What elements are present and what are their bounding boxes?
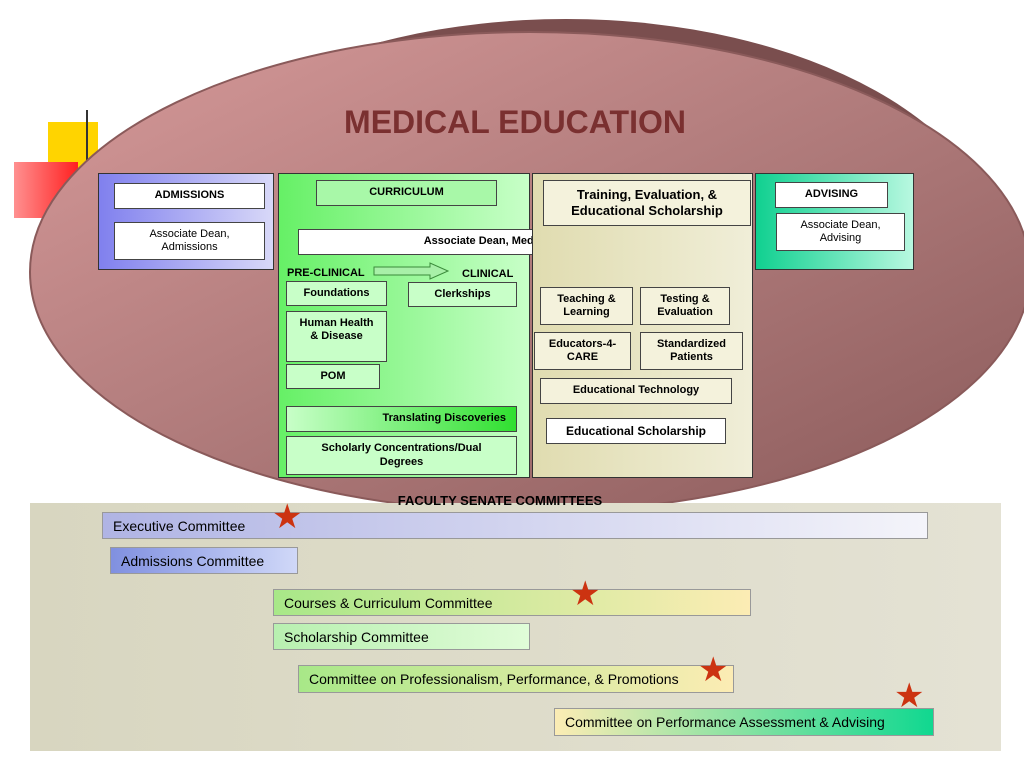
arrow-right-icon <box>373 262 450 280</box>
translating-discoveries-label: Translating Discoveries <box>382 412 507 425</box>
advising-dean: Associate Dean, Advising <box>776 213 905 251</box>
professionalism-committee: Committee on Professionalism, Performanc… <box>298 665 734 693</box>
professionalism-committee-label: Committee on Professionalism, Performanc… <box>309 671 679 687</box>
performance-assessment-committee: Committee on Performance Assessment & Ad… <box>554 708 934 736</box>
human-health-disease-box: Human Health & Disease <box>286 311 387 362</box>
admissions-committee-label: Admissions Committee <box>121 552 265 569</box>
star-icon: ★ <box>698 651 729 689</box>
courses-curriculum-committee: Courses & Curriculum Committee <box>273 589 751 616</box>
star-icon: ★ <box>570 575 601 613</box>
page-title: MEDICAL EDUCATION <box>344 104 686 140</box>
star-icon: ★ <box>272 498 303 536</box>
admissions-dean: Associate Dean, Admissions <box>114 222 265 260</box>
curriculum-header: CURRICULUM <box>316 180 497 206</box>
clinical-label: CLINICAL <box>462 268 514 280</box>
educators-4-care-box: Educators-4-CARE <box>534 332 631 370</box>
preclinical-label: PRE-CLINICAL <box>287 267 365 279</box>
educational-technology-box: Educational Technology <box>540 378 732 404</box>
scholarship-committee: Scholarship Committee <box>273 623 530 650</box>
pom-box: POM <box>286 364 380 389</box>
testing-evaluation-box: Testing & Evaluation <box>640 287 730 325</box>
foundations-box: Foundations <box>286 281 387 306</box>
executive-committee: Executive Committee <box>102 512 928 539</box>
performance-assessment-committee-label: Committee on Performance Assessment & Ad… <box>565 714 885 730</box>
standardized-patients-box: Standardized Patients <box>640 332 743 370</box>
star-icon: ★ <box>894 677 925 715</box>
courses-curriculum-committee-label: Courses & Curriculum Committee <box>284 594 493 611</box>
admissions-header: ADMISSIONS <box>114 183 265 209</box>
admissions-committee: Admissions Committee <box>110 547 298 574</box>
scholarly-concentrations-box: Scholarly Concentrations/Dual Degrees <box>286 436 517 475</box>
clerkships-box: Clerkships <box>408 282 517 307</box>
executive-committee-label: Executive Committee <box>113 517 246 534</box>
advising-header: ADVISING <box>775 182 888 208</box>
educational-scholarship-box: Educational Scholarship <box>546 418 726 444</box>
translating-discoveries-box: Translating Discoveries <box>286 406 517 432</box>
teaching-learning-box: Teaching & Learning <box>540 287 633 325</box>
training-header: Training, Evaluation, & Educational Scho… <box>543 180 751 226</box>
senate-header: FACULTY SENATE COMMITTEES <box>397 493 603 508</box>
scholarship-committee-label: Scholarship Committee <box>284 628 429 645</box>
